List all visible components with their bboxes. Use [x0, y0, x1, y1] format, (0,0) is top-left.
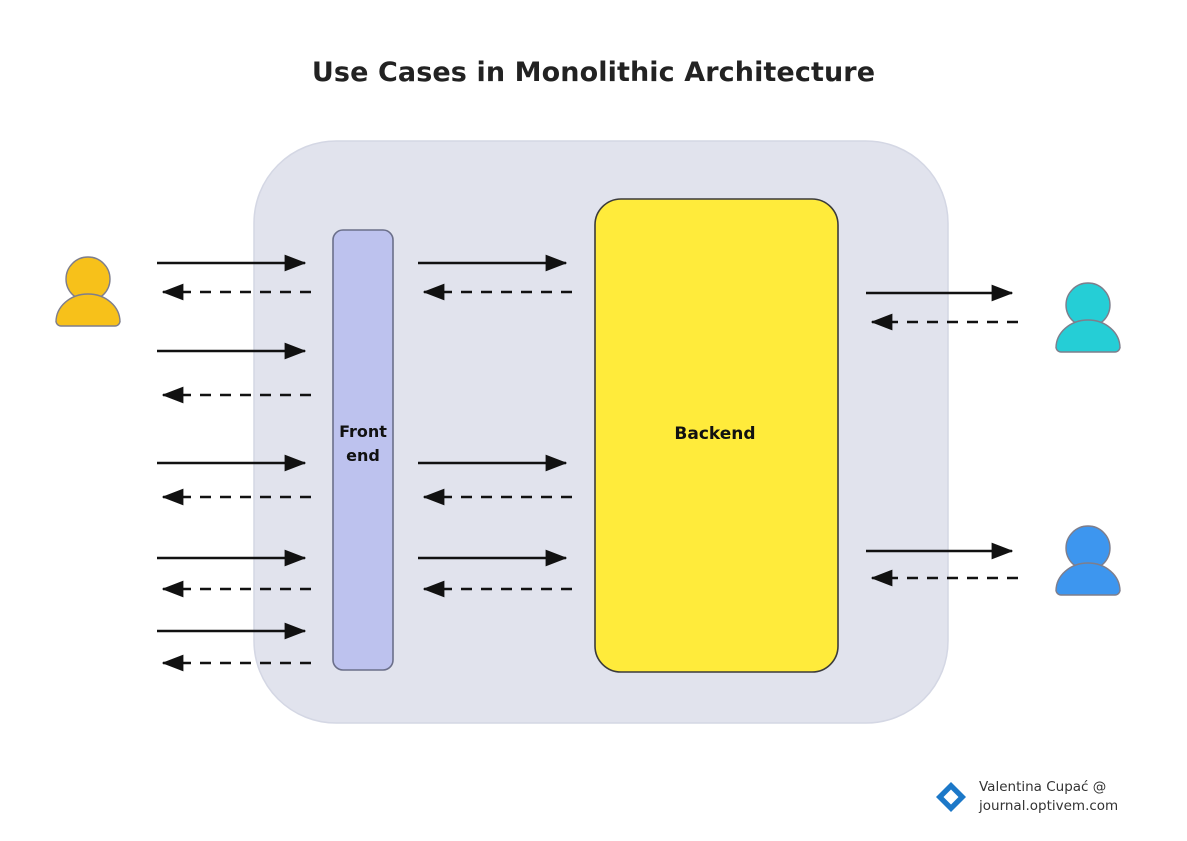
arrow-group-left: [157, 254, 311, 672]
arrow-group-middle: [418, 254, 572, 598]
backend-box[interactable]: [594, 198, 839, 673]
optivem-diamond-logo: [936, 782, 966, 812]
page-title: Use Cases in Monolithic Architecture: [311, 57, 876, 88]
footer-text: Valentina Cupać @ journal.optivem.com: [979, 778, 1118, 816]
footer-line-1: Valentina Cupać @: [979, 779, 1107, 795]
footer-line-2: journal.optivem.com: [979, 798, 1119, 814]
actor-left-yellow-icon[interactable]: [55, 256, 121, 327]
actor-right-blue-icon[interactable]: [1055, 525, 1121, 596]
frontend-box[interactable]: [332, 229, 394, 671]
actor-right-teal-icon[interactable]: [1055, 282, 1121, 353]
footer-attribution: Valentina Cupać @ journal.optivem.com: [934, 772, 1164, 822]
arrow-group-right: [866, 284, 1018, 587]
